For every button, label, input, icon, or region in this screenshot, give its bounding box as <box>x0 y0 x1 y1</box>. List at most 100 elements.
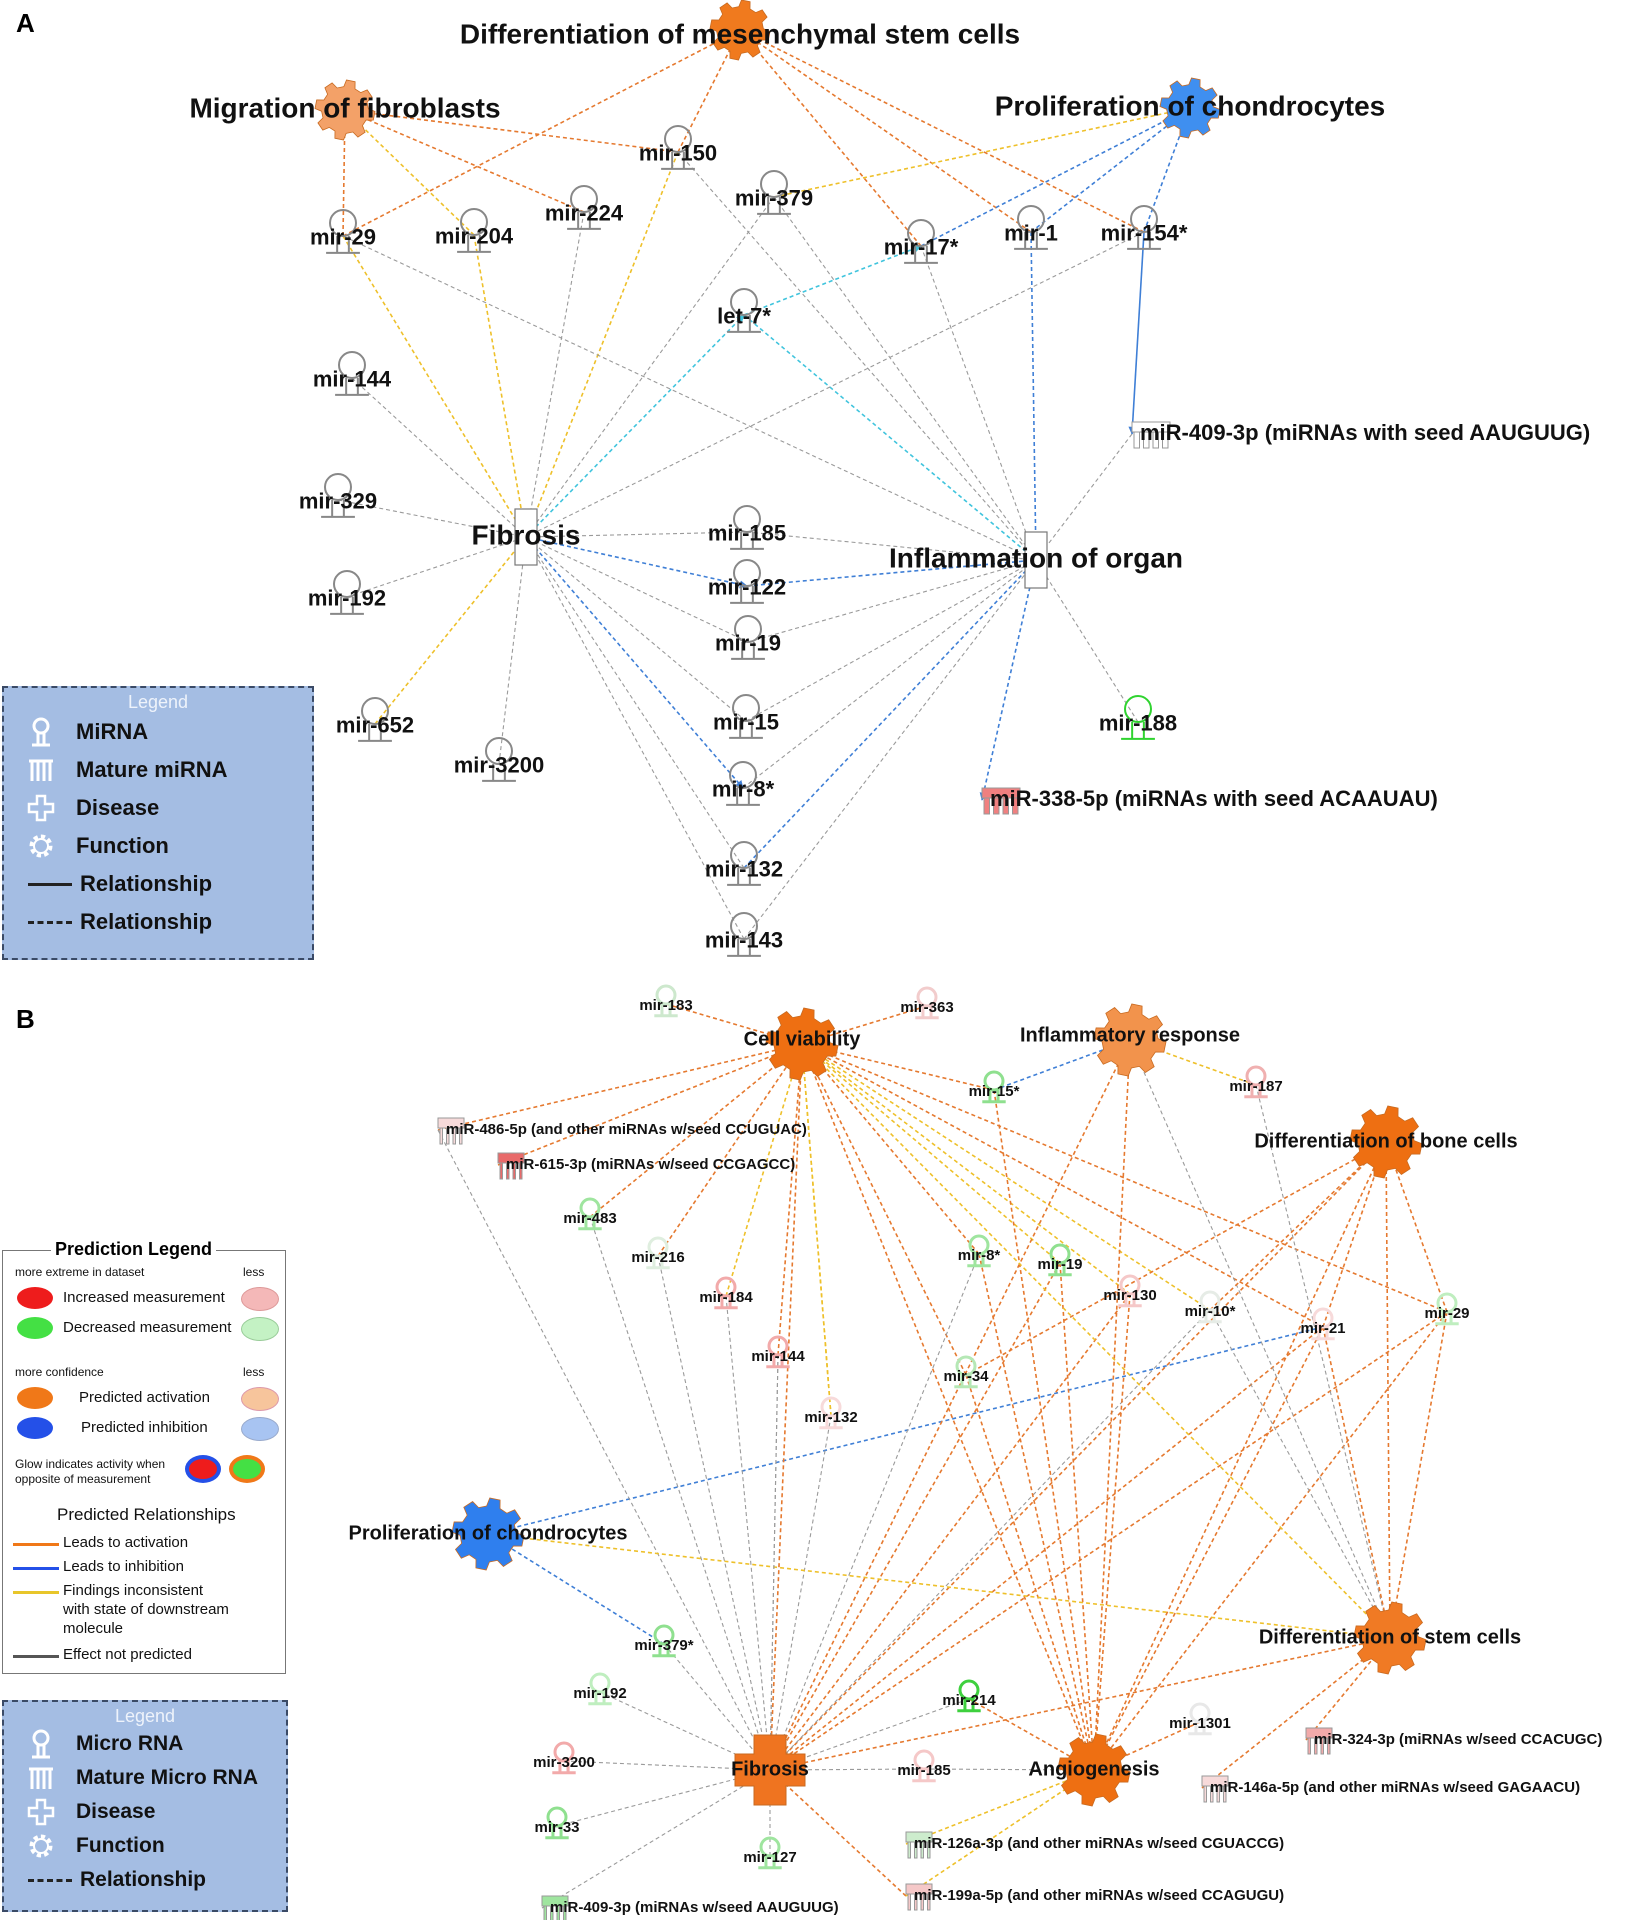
mature-mirna-icon <box>981 787 1021 799</box>
disease-cross-icon <box>1024 531 1048 589</box>
prediction-legend: Prediction Legend more extreme in datase… <box>2 1239 286 1674</box>
mirna-node[interactable]: mir-15* <box>969 1070 1020 1104</box>
mirna-node[interactable]: mir-204 <box>435 208 514 253</box>
mirna-node[interactable]: mir-185 <box>897 1749 951 1783</box>
mirna-node[interactable]: mir-224 <box>545 185 624 230</box>
mirna-node[interactable]: mir-10* <box>1185 1290 1236 1324</box>
mirna-icon <box>759 1836 781 1858</box>
mirna-node[interactable]: mir-34 <box>943 1355 989 1389</box>
mature-mirna-node[interactable]: miR-126a-3p (and other miRNAs w/seed CGU… <box>905 1831 1284 1859</box>
disease-node[interactable]: Fibrosis <box>472 508 581 566</box>
mirna-node[interactable]: mir-214 <box>942 1679 996 1713</box>
mirna-icon <box>485 737 513 765</box>
edge <box>905 1769 1095 1897</box>
mature-mirna-node[interactable]: miR-486-5p (and other miRNAs w/seed CCUG… <box>437 1117 807 1145</box>
mirna-node[interactable]: mir-17* <box>884 219 959 264</box>
mirna-node[interactable]: mir-132 <box>705 841 783 886</box>
mirna-node[interactable]: mir-379* <box>634 1624 694 1658</box>
function-node[interactable]: Inflammatory response <box>1020 1003 1240 1077</box>
function-node[interactable]: Proliferation of chondrocytes <box>995 77 1386 139</box>
mirna-node[interactable]: mir-185 <box>708 505 786 550</box>
node-label: mir-185 <box>897 1762 950 1779</box>
function-gear-icon <box>1057 1733 1131 1807</box>
mirna-node[interactable]: mir-122 <box>708 559 786 604</box>
function-node[interactable]: Differentiation of stem cells <box>1259 1601 1521 1675</box>
function-node[interactable]: Angiogenesis <box>1028 1733 1160 1807</box>
mirna-node[interactable]: mir-379 <box>735 170 813 215</box>
mirna-node[interactable]: mir-187 <box>1229 1065 1283 1099</box>
mirna-node[interactable]: mir-29 <box>310 209 376 254</box>
mirna-icon <box>653 1624 675 1646</box>
mature-mirna-node[interactable]: miR-146a-5p (and other miRNAs w/seed GAG… <box>1201 1775 1580 1803</box>
mature-mirna-icon <box>905 1831 933 1843</box>
mature-mirna-node[interactable]: miR-409-3p (miRNAs w/seed AAUGUUG) <box>541 1895 839 1920</box>
pred-glow-2: opposite of measurement <box>15 1472 151 1486</box>
edge <box>1209 1141 1387 1311</box>
mirna-node[interactable]: mir-483 <box>563 1197 617 1231</box>
mirna-node[interactable]: mir-652 <box>336 697 414 742</box>
mature-mirna-node[interactable]: miR-338-5p (miRNAs with seed ACAAUAU) <box>981 786 1438 815</box>
mirna-node[interactable]: mir-8* <box>958 1234 1001 1268</box>
edge <box>657 1255 771 1771</box>
mirna-node[interactable]: mir-363 <box>900 986 954 1020</box>
mirna-node[interactable]: mir-329 <box>299 473 377 518</box>
mirna-node[interactable]: mir-3200 <box>533 1741 595 1775</box>
mirna-node[interactable]: mir-127 <box>743 1836 797 1870</box>
mature-mirna-icon <box>437 1117 465 1129</box>
function-node[interactable]: Differentiation of mesenchymal stem cell… <box>460 0 1020 61</box>
disease-node[interactable]: Inflammation of organ <box>889 531 1183 589</box>
mirna-node[interactable]: mir-192 <box>573 1672 627 1706</box>
mirna-node[interactable]: let-7* <box>717 288 771 333</box>
mirna-node[interactable]: mir-21 <box>1300 1307 1346 1341</box>
mirna-node[interactable]: mir-184 <box>699 1276 753 1310</box>
node-label: mir-483 <box>563 1210 616 1227</box>
mirna-node[interactable]: mir-154* <box>1101 205 1188 250</box>
mirna-node[interactable]: mir-132 <box>804 1396 858 1430</box>
mirna-node[interactable]: mir-29 <box>1424 1292 1470 1326</box>
mirna-node[interactable]: mir-3200 <box>454 737 545 782</box>
mirna-node[interactable]: mir-8* <box>712 761 775 806</box>
mirna-node[interactable]: mir-19 <box>715 615 781 660</box>
mirna-node[interactable]: mir-143 <box>705 912 783 957</box>
mirna-node[interactable]: mir-130 <box>1103 1274 1157 1308</box>
edge <box>769 1262 1061 1771</box>
mirna-icon <box>1245 1065 1267 1087</box>
function-node[interactable]: Migration of fibroblasts <box>189 79 501 141</box>
activation-less-oval-icon <box>241 1387 279 1411</box>
mirna-node[interactable]: mir-1301 <box>1169 1702 1231 1736</box>
mirna-node[interactable]: mir-150 <box>639 125 717 170</box>
edge <box>1305 1637 1391 1741</box>
mirna-node[interactable]: mir-188 <box>1099 695 1177 740</box>
node-label: mir-122 <box>708 574 786 599</box>
mature-mirna-icon <box>24 755 58 785</box>
edge <box>525 196 775 538</box>
node-label: miR-146a-5p (and other miRNAs w/seed GAG… <box>1210 1779 1580 1796</box>
mirna-node[interactable]: mir-144 <box>751 1335 805 1369</box>
mirna-node[interactable]: mir-15 <box>713 694 779 739</box>
mirna-node[interactable]: mir-19 <box>1037 1243 1083 1277</box>
mirna-node[interactable]: mir-144 <box>313 351 392 396</box>
mature-mirna-node[interactable]: miR-324-3p (miRNAs w/seed CCACUGC) <box>1305 1727 1602 1755</box>
function-node[interactable]: Differentiation of bone cells <box>1254 1105 1518 1179</box>
mirna-node[interactable]: mir-1 <box>1004 205 1058 250</box>
node-label: Inflammation of organ <box>889 542 1183 573</box>
mirna-node[interactable]: mir-216 <box>631 1236 685 1270</box>
mirna-node[interactable]: mir-192 <box>308 570 386 615</box>
mature-mirna-node[interactable]: miR-409-3p (miRNAs with seed AAUGUUG) <box>1131 420 1590 449</box>
function-node[interactable]: Cell viability <box>744 1007 862 1081</box>
mature-mirna-node[interactable]: miR-199a-5p (and other miRNAs w/seed CCA… <box>905 1883 1284 1911</box>
pred-relationships-title: Predicted Relationships <box>57 1505 236 1524</box>
mirna-node[interactable]: mir-33 <box>534 1806 580 1840</box>
edge <box>374 536 527 725</box>
node-label: mir-183 <box>639 997 692 1014</box>
pred-decreased: Decreased measurement <box>63 1319 232 1336</box>
function-node[interactable]: Proliferation of chondrocytes <box>349 1497 628 1571</box>
node-label: Migration of fibroblasts <box>189 92 500 123</box>
edge <box>769 1141 1387 1771</box>
mirna-node[interactable]: mir-183 <box>639 984 693 1018</box>
edge <box>498 536 527 765</box>
pred-activation: Predicted activation <box>79 1389 210 1406</box>
mature-mirna-node[interactable]: miR-615-3p (miRNAs w/seed CCGAGCC) <box>497 1152 795 1180</box>
disease-node[interactable]: Fibrosis <box>731 1734 809 1806</box>
mirna-icon <box>955 1355 977 1377</box>
